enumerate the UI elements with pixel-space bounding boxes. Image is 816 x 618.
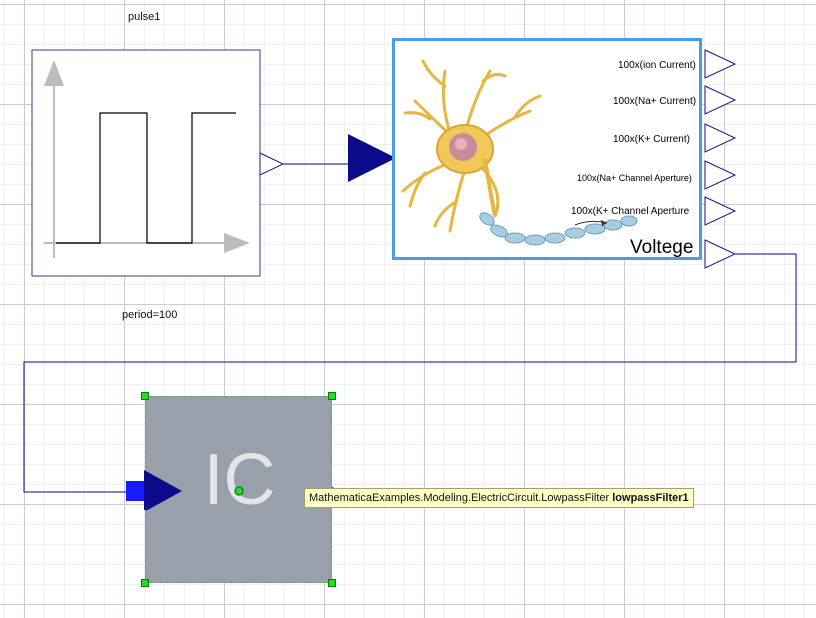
pulse-waveform-icon — [56, 112, 236, 244]
component-tooltip: MathematicaExamples.Modeling.ElectricCir… — [304, 488, 694, 508]
ic-input-connector[interactable] — [126, 481, 146, 501]
selection-handle-bottom-right[interactable] — [328, 579, 336, 587]
output-label-na-current: 100x(Na+ Current) — [613, 96, 697, 107]
tooltip-instance-name: lowpassFilter1 — [612, 492, 689, 504]
pulse-output-port-icon[interactable] — [259, 152, 285, 176]
tooltip-class-path: MathematicaExamples.Modeling.ElectricCir… — [309, 492, 613, 504]
pulse-block[interactable] — [31, 49, 261, 277]
output-label-k-aperture: 100x(K+ Channel Aperture — [571, 206, 690, 217]
selection-handle-top-right[interactable] — [328, 392, 336, 400]
neuron-input-port-icon[interactable] — [348, 134, 396, 182]
output-port-ion-current-icon[interactable] — [704, 49, 737, 79]
selection-handle-top-left[interactable] — [141, 392, 149, 400]
output-port-na-aperture-icon[interactable] — [704, 160, 737, 190]
output-label-ion-current: 100x(ion Current) — [618, 60, 696, 71]
ic-input-port-icon[interactable] — [144, 470, 184, 510]
output-label-na-aperture: 100x(Na+ Channel Aperture) — [577, 173, 692, 183]
voltage-output-label: Voltege — [630, 237, 694, 258]
neuron-output-ports — [704, 49, 737, 269]
connection-voltage-to-ic[interactable] — [23, 253, 797, 493]
pulse-block-name: pulse1 — [128, 11, 161, 23]
ic-block-label: IC — [203, 440, 276, 520]
output-label-k-current: 100x(K+ Current) — [613, 134, 690, 145]
pulse-period-parameter: period=100 — [122, 309, 178, 321]
output-port-k-current-icon[interactable] — [704, 123, 737, 153]
output-port-k-aperture-icon[interactable] — [704, 196, 737, 226]
neuron-block[interactable]: 100x(ion Current) 100x(Na+ Current) 100x… — [392, 38, 702, 260]
output-port-voltage-icon[interactable] — [704, 239, 737, 269]
selection-handle-bottom-left[interactable] — [141, 579, 149, 587]
ic-center-marker-icon — [234, 486, 244, 496]
neuron-picture-icon — [401, 59, 638, 246]
output-port-na-current-icon[interactable] — [704, 85, 737, 115]
